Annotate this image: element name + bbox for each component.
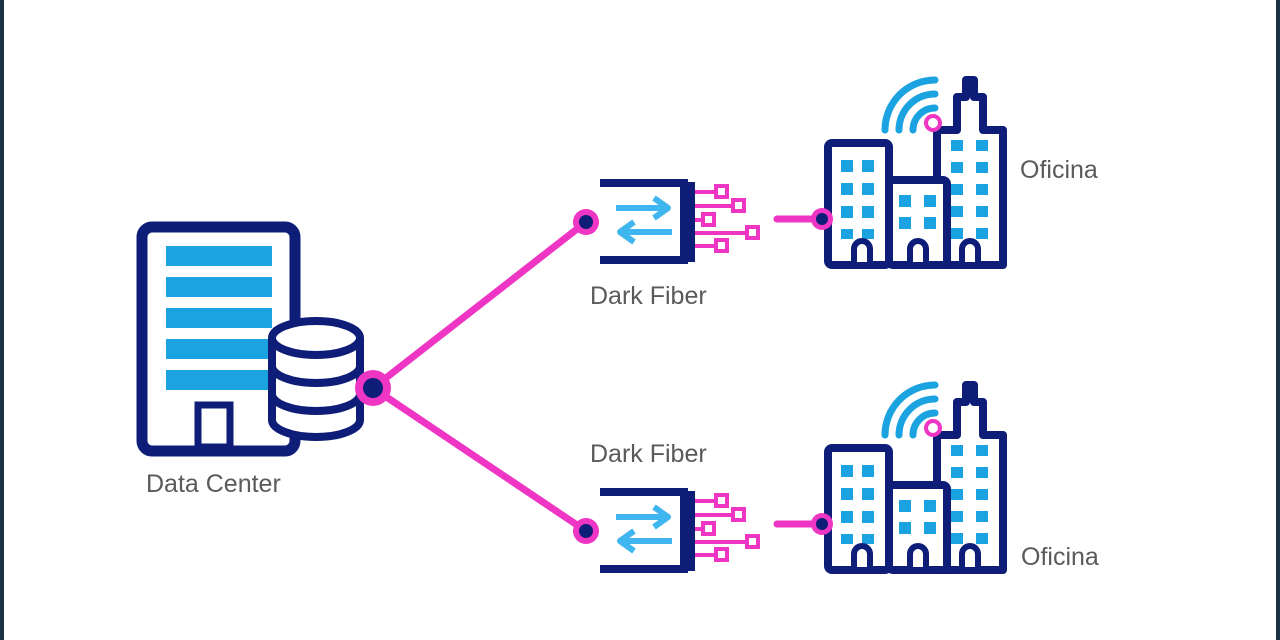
fiber-switch-icon-top [600,182,758,262]
network-diagram: Data Center Dark Fiber Dark Fiber Oficin… [136,0,1099,640]
office-label-bottom: Oficina [1021,543,1099,571]
dark-fiber-label-bottom: Dark Fiber [590,440,707,468]
office-label-top: Oficina [1020,156,1098,184]
data-center-label: Data Center [146,470,281,498]
diagram-canvas: Data Center Dark Fiber Dark Fiber Oficin… [4,0,1276,640]
office-icon-bottom [777,385,1003,570]
dark-fiber-label-top: Dark Fiber [590,282,707,310]
fiber-switch-icon-bottom [600,491,758,571]
data-center-icon [136,221,364,457]
fiber-links [355,209,599,544]
office-icon-top [777,80,1003,265]
